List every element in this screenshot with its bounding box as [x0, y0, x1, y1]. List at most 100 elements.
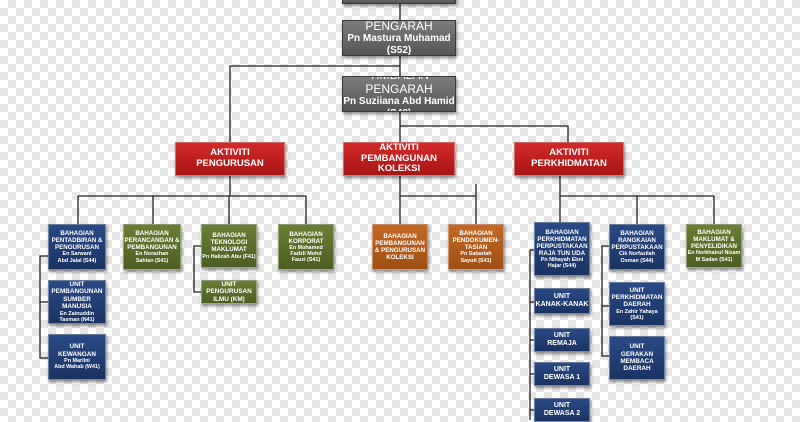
dept-label: BAHAGIAN [383, 232, 417, 240]
connector-line [229, 65, 400, 142]
dept-label: MAKLUMAT [211, 246, 247, 254]
dept-label: PERPUSTAKAAN [536, 242, 588, 250]
dept-label: BAHAGIAN [620, 230, 654, 238]
activity-management-node: AKTIVITI PENGURUSAN [175, 142, 285, 176]
dept-person: Hajar (S44) [547, 263, 577, 270]
dept-label: PENDOKUMEN- [452, 237, 500, 245]
unit-label: DAERAH [623, 301, 651, 309]
deputy-title: TIMBALAN PENGARAH [365, 77, 433, 96]
dept-person: En Sarwani [62, 251, 92, 258]
dept-person: En Norkhairul Nizam [687, 250, 741, 257]
deputy-director-node: TIMBALAN PENGARAH Pn Suziiana Abd Hamid … [342, 76, 456, 112]
dept-label: PENYELIDIKAN [690, 243, 738, 251]
dept-label: PENGURUSAN [54, 244, 99, 252]
unit-regional-service-node: UNIT PERKHIDMATAN DAERAH En Zahir Yahaya… [609, 282, 665, 326]
unit-label: REMAJA [547, 340, 577, 347]
dept-person: Osman (S44) [620, 257, 654, 264]
unit-person: Pn Marlini [64, 358, 90, 365]
director-name: Pn Mastura Muhamad (S52) [347, 33, 451, 56]
dept-person: En Norazhan [135, 251, 169, 258]
connector-line [400, 125, 569, 142]
dept-label: BAHAGIAN [212, 232, 246, 240]
director-node: PENGARAH Pn Mastura Muhamad (S52) [342, 20, 456, 56]
unit-label: ILMU (KM) [213, 295, 245, 303]
unit-label: KEWANGAN [58, 350, 96, 358]
dept-label: PERKHIDMATAN [537, 235, 587, 243]
activity-label: AKTIVITI [549, 147, 589, 159]
unit-label: GERAKAN [620, 350, 654, 358]
unit-label: DEWASA 1 [543, 374, 581, 381]
dept-label: TEKNOLOGI [210, 239, 248, 247]
dept-label: BAHAGIAN [135, 230, 169, 238]
dept-person: Fauzi (S41) [291, 257, 321, 264]
dept-person: Pn Sabariah [460, 251, 492, 258]
unit-label: UNIT [69, 281, 85, 289]
dept-label: BAHAGIAN [545, 228, 579, 236]
unit-label: UNIT [221, 280, 237, 288]
unit-person: En Zainuddin [59, 310, 95, 317]
unit-finance-node: UNIT KEWANGAN Pn Marlini Abd Wahab (W41) [48, 334, 106, 380]
dept-corporate-node: BAHAGIAN KORPORAT En Mohamed Fadzli Mohd… [278, 224, 334, 270]
unit-reading-movement-node: UNIT GERAKAN MEMBACA DAERAH [609, 336, 665, 380]
unit-label: PERKHIDMATAN [611, 294, 663, 302]
dept-admin-node: BAHAGIAN PENTADBIRAN & PENGURUSAN En Sar… [48, 224, 106, 270]
unit-kids-node: UNIT KANAK-KANAK [534, 288, 590, 314]
unit-label: UNIT [553, 331, 571, 339]
activity-label: AKTIVITI [379, 142, 419, 153]
unit-label: PEMBANGUNAN [51, 288, 103, 296]
unit-label: MEMBACA [620, 358, 654, 365]
dept-person: En Mohamed [289, 244, 323, 251]
dept-label: BAHAGIAN [289, 230, 323, 238]
dept-person: Fadzli Mohd [290, 251, 322, 258]
unit-label: UNIT [629, 343, 645, 351]
dept-label: PENTADBIRAN & [51, 237, 103, 245]
unit-label: UNIT [553, 292, 571, 300]
dept-research-node: BAHAGIAN MAKLUMAT & PENYELIDIKAN En Nork… [686, 224, 742, 268]
dept-label: PERPUSTAKAAN [611, 244, 663, 252]
connector-line [39, 255, 48, 359]
dept-label: & PENGURUSAN [374, 247, 426, 254]
deputy-name: Pn Suziiana Abd Hamid (S48) [343, 96, 455, 111]
unit-label: SUMBER MANUSIA [62, 295, 92, 311]
dept-raja-tun-uda-node: BAHAGIAN PERKHIDMATAN PERPUSTAKAAN RAJA … [534, 222, 590, 276]
activity-label: PERKHIDMATAN [531, 158, 607, 169]
dept-planning-node: BAHAGIAN PERANCANGAN & PEMBANGUNAN En No… [123, 224, 181, 270]
activity-service-node: AKTIVITI PERKHIDMATAN [514, 142, 624, 176]
unit-person: Tasman (N41) [59, 316, 95, 323]
unit-label: DEWASA 2 [543, 410, 581, 417]
dept-label: PERANCANGAN & [124, 237, 180, 245]
dept-label: TASIAN [464, 244, 488, 252]
activity-label: AKTIVITI [210, 147, 250, 159]
activity-collection-node: AKTIVITI PEMBANGUNAN KOLEKSI [343, 142, 455, 176]
unit-label: UNIT [553, 401, 571, 409]
unit-teen-node: UNIT REMAJA [534, 328, 590, 352]
dept-person: Pn Nihayah Ebni [540, 257, 584, 264]
dept-collection-dev-node: BAHAGIAN PEMBANGUNAN & PENGURUSAN KOLEKS… [372, 224, 428, 270]
dept-label: PEMBANGUNAN [127, 244, 177, 252]
unit-km-node: UNIT PENGURUSAN ILMU (KM) [201, 280, 257, 304]
unit-adult2-node: UNIT DEWASA 2 [534, 398, 590, 422]
dept-person: Pn Halizah Abu (F41) [202, 253, 256, 260]
dept-label: KORPORAT [288, 237, 324, 245]
unit-label: PENGURUSAN [206, 288, 252, 296]
connector-line [601, 245, 609, 357]
dept-label: BAHAGIAN [459, 230, 493, 238]
unit-label: UNIT [69, 343, 85, 351]
dept-label: RAJA TUN UDA [538, 249, 586, 257]
dept-person: Sayuti (S41) [460, 257, 492, 264]
unit-label: UNIT [629, 286, 645, 294]
activity-label: PENGURUSAN [196, 158, 264, 169]
connector-line [193, 245, 201, 293]
top-node-partial [342, 0, 456, 4]
dept-label: PEMBANGUNAN [375, 239, 425, 247]
dept-label: RANGKAIAN [618, 237, 656, 245]
dept-it-node: BAHAGIAN TEKNOLOGI MAKLUMAT Pn Halizah A… [201, 224, 257, 268]
dept-person: M Sadan (S41) [695, 256, 733, 263]
dept-person: Cik Norfazilah [619, 251, 655, 258]
dept-label: BAHAGIAN [697, 229, 731, 237]
unit-person: En Zahir Yahaya (S41) [616, 308, 658, 322]
unit-label: KANAK-KANAK [535, 301, 589, 308]
activity-label: PEMBANGUNAN KOLEKSI [361, 152, 437, 175]
unit-person: Abd Wahab (W41) [54, 364, 100, 371]
